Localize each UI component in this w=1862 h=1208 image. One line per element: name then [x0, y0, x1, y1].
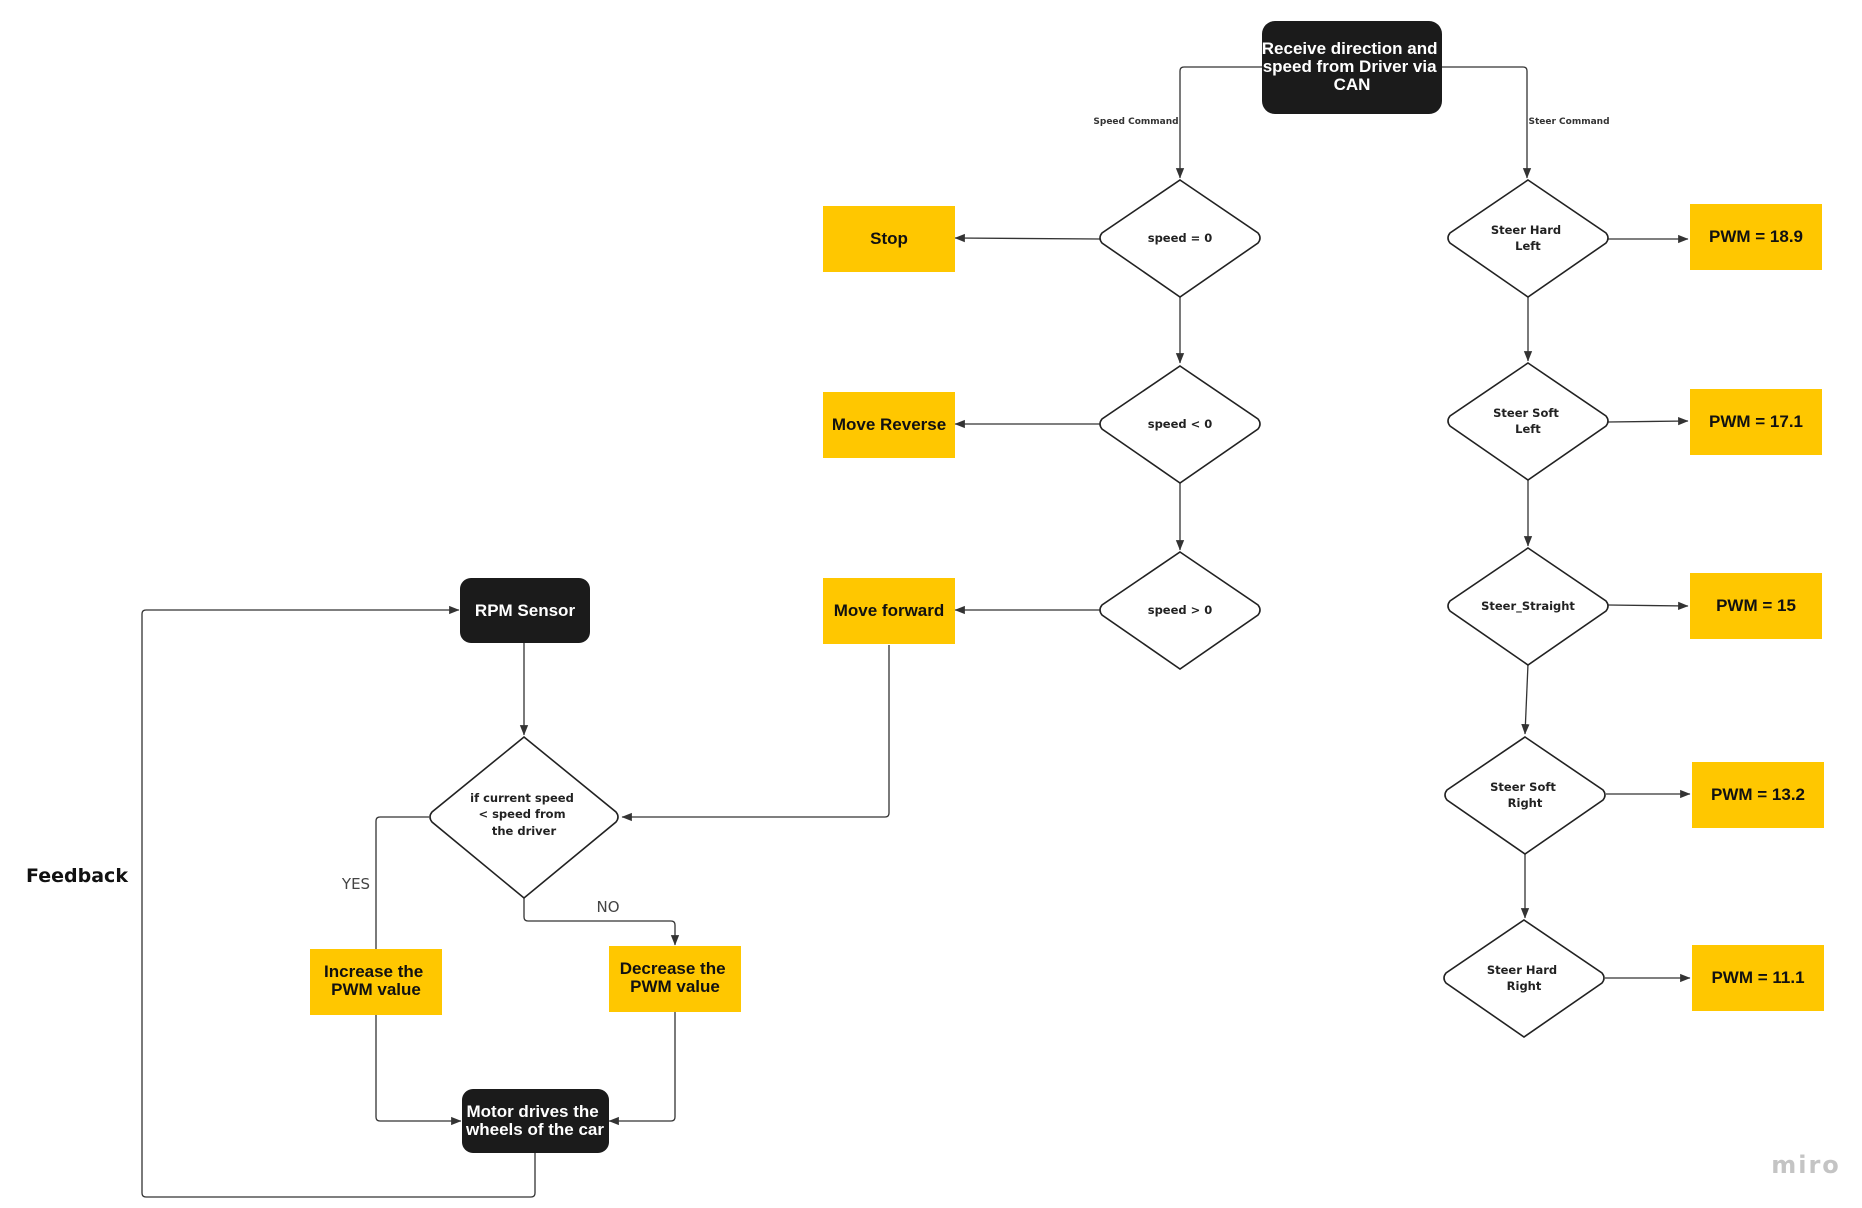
node-pwm-15: PWM = 15	[1690, 573, 1822, 639]
node-rpm-sensor: RPM Sensor	[460, 578, 590, 643]
svg-text:PWM = 17.1: PWM = 17.1	[1709, 412, 1803, 431]
decision-compare-speed: if current speed < speed from the driver	[429, 735, 619, 900]
svg-text:Steer_Straight: Steer_Straight	[1481, 599, 1575, 614]
svg-text:PWM = 18.9: PWM = 18.9	[1709, 227, 1803, 246]
svg-text:RPM Sensor: RPM Sensor	[475, 601, 576, 620]
edge-receive-to-steer-hard-left	[1442, 66, 1532, 179]
edge-straight-to-pwm	[1607, 601, 1689, 611]
svg-text:PWM = 15: PWM = 15	[1716, 596, 1796, 615]
svg-text:Steer Soft Right: Steer Soft Right	[1490, 780, 1560, 810]
decision-steer-hard-right: Steer Hard Right	[1443, 919, 1605, 1038]
svg-text:speed > 0: speed > 0	[1148, 603, 1213, 617]
svg-text:speed = 0: speed = 0	[1148, 231, 1213, 245]
node-pwm-18-9: PWM = 18.9	[1690, 204, 1822, 270]
svg-text:Move Reverse: Move Reverse	[832, 415, 946, 434]
decision-steer-soft-right: Steer Soft Right	[1444, 736, 1606, 855]
svg-text:Move forward: Move forward	[834, 601, 945, 620]
node-pwm-11-1: PWM = 11.1	[1692, 945, 1824, 1011]
node-stop: Stop	[823, 206, 955, 272]
miro-watermark: miro	[1771, 1151, 1841, 1179]
edge-forward-to-compare	[621, 645, 890, 822]
label-steer-command: Steer Command	[1528, 117, 1609, 127]
edge-soft-left-to-pwm	[1607, 416, 1689, 426]
svg-text:Steer Hard Right: Steer Hard Right	[1487, 963, 1561, 993]
svg-text:if current speed < speed: if current speed < speed from the driver	[470, 791, 578, 838]
svg-text:Decrease the PWM value: Decrease the PWM value	[620, 959, 731, 996]
node-receive: Receive direction and speed from Driver …	[1262, 21, 1442, 114]
edge-compare-no-to-decrease	[523, 898, 680, 946]
node-decrease-pwm: Decrease the PWM value	[609, 946, 741, 1012]
label-yes: YES	[341, 875, 370, 893]
decision-speed-eq0: speed = 0	[1099, 179, 1261, 298]
edge-decrease-to-motor	[608, 1010, 676, 1126]
node-move-forward: Move forward	[823, 578, 955, 644]
svg-text:Increase the PWM value: Increase the PWM value	[324, 962, 428, 999]
svg-text:Stop: Stop	[870, 229, 908, 248]
node-motor: Motor drives the wheels of the car	[462, 1089, 609, 1153]
decision-steer-straight: Steer_Straight	[1447, 547, 1609, 666]
edge-motor-feedback-to-rpm	[141, 605, 536, 1198]
svg-text:Receive direction and sp: Receive direction and speed from Driver …	[1262, 39, 1442, 94]
node-pwm-17-1: PWM = 17.1	[1690, 389, 1822, 455]
feedback-label: Feedback	[26, 865, 128, 887]
edges	[141, 66, 1691, 1198]
edge-compare-yes-to-increase	[371, 816, 429, 980]
node-move-reverse: Move Reverse	[823, 392, 955, 458]
svg-text:PWM = 13.2: PWM = 13.2	[1711, 785, 1805, 804]
edge-straight-to-soft-right	[1521, 663, 1530, 735]
decision-speed-lt0: speed < 0	[1099, 365, 1261, 484]
edge-speed-eq0-to-stop	[954, 233, 1101, 243]
node-pwm-13-2: PWM = 13.2	[1692, 762, 1824, 828]
svg-text:Steer Hard Left: Steer Hard Left	[1491, 223, 1565, 253]
node-increase-pwm: Increase the PWM value	[310, 949, 442, 1015]
svg-text:PWM = 11.1: PWM = 11.1	[1711, 968, 1804, 987]
svg-text:Motor drives the wheels: Motor drives the wheels of the car	[465, 1102, 604, 1139]
label-speed-command: Speed Command	[1093, 117, 1178, 127]
decision-speed-gt0: speed > 0	[1099, 551, 1261, 670]
edge-increase-to-motor	[375, 1013, 462, 1126]
decision-steer-hard-left: Steer Hard Left	[1447, 179, 1609, 298]
edge-receive-to-speed-eq0	[1175, 66, 1262, 179]
label-no: NO	[596, 898, 619, 916]
decision-steer-soft-left: Steer Soft Left	[1447, 362, 1609, 481]
svg-text:speed < 0: speed < 0	[1148, 417, 1213, 431]
svg-text:Steer Soft Left: Steer Soft Left	[1493, 406, 1563, 436]
